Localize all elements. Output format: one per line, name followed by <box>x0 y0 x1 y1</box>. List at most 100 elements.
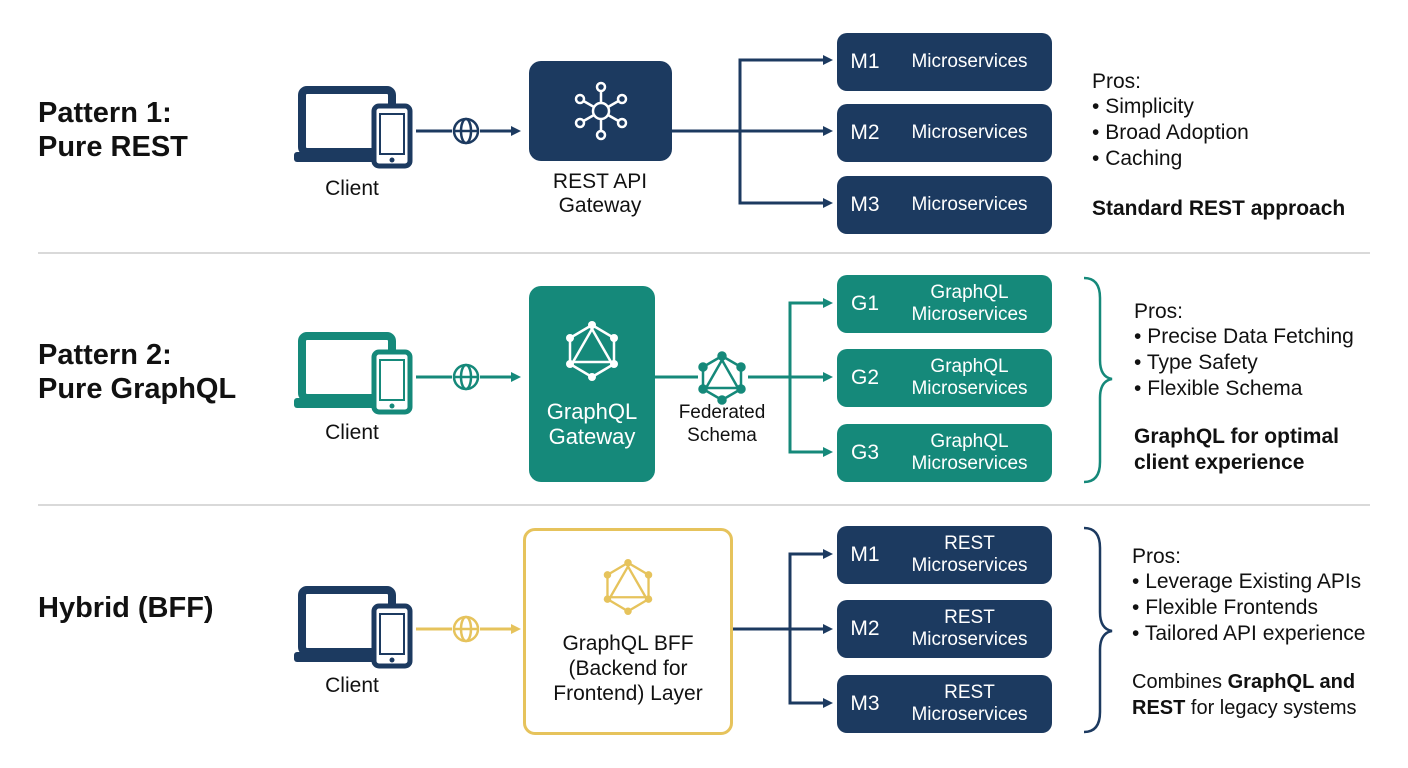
service-m1-row3: M1 REST Microservices <box>837 526 1052 584</box>
graphql-gateway-box: GraphQL Gateway <box>529 286 655 482</box>
service-name-line1: GraphQL <box>930 282 1009 303</box>
service-name-line2: Microservices <box>911 555 1028 576</box>
service-code: G3 <box>850 441 879 464</box>
graphql-icon-gateway <box>566 321 618 381</box>
pros-panel-1: Pros: • Simplicity • Broad Adoption • Ca… <box>1092 70 1392 222</box>
pattern2-title-line2: Pure GraphQL <box>38 373 237 405</box>
pros-item: • Leverage Existing APIs <box>1132 570 1362 593</box>
service-m1-row1: M1 Microservices <box>837 33 1052 91</box>
pros-item: • Simplicity <box>1092 95 1194 118</box>
service-name: REST Microservices <box>893 682 1052 726</box>
service-code: M3 <box>850 692 880 715</box>
service-m2-row1: M2 Microservices <box>837 104 1052 162</box>
service-code: G1 <box>850 292 879 315</box>
service-name: GraphQL Microservices <box>893 356 1052 400</box>
service-code: M2 <box>850 121 880 144</box>
service-code: M1 <box>850 543 880 566</box>
service-name-line1: GraphQL <box>930 356 1009 377</box>
rest-gateway-label-line1: REST API <box>552 170 648 193</box>
graphql-gateway-label-line1: GraphQL <box>546 399 638 424</box>
service-g3-row2: G3 GraphQL Microservices <box>837 424 1052 482</box>
pros-item: • Precise Data Fetching <box>1134 325 1354 348</box>
federated-schema-icon <box>698 351 746 405</box>
graphql-gateway-label: GraphQL Gateway <box>547 399 638 449</box>
rest-gateway-label: REST API Gateway <box>520 170 680 218</box>
service-name-line2: Microservices <box>911 378 1028 399</box>
federated-schema-label-line2: Schema <box>687 425 757 446</box>
service-name-line2: Microservices <box>911 453 1028 474</box>
service-name-line1: REST <box>944 607 995 628</box>
pros-summary-line1: GraphQL for optimal <box>1134 425 1339 448</box>
pros-brace-3 <box>1083 526 1113 734</box>
globe-icon-3 <box>452 615 480 643</box>
service-name: Microservices <box>911 122 1028 143</box>
service-name: GraphQL Microservices <box>893 282 1052 326</box>
federated-schema-label-line1: Federated <box>678 402 766 423</box>
client-label-3: Client <box>325 674 379 697</box>
pros-panel-3: Pros: • Leverage Existing APIs • Flexibl… <box>1132 545 1404 721</box>
pattern1-title-line1: Pattern 1: <box>38 97 172 129</box>
service-name-line2: Microservices <box>911 704 1028 725</box>
pattern2-title-line1: Pattern 2: <box>38 339 172 371</box>
pros-heading: Pros: <box>1092 70 1142 93</box>
pattern1-title: Pattern 1: Pure REST <box>38 96 188 164</box>
pros-item: • Tailored API experience <box>1132 622 1366 645</box>
pros-item: • Caching <box>1092 147 1183 170</box>
service-name: REST Microservices <box>893 533 1052 577</box>
service-g2-row2: G2 GraphQL Microservices <box>837 349 1052 407</box>
service-m2-row3: M2 REST Microservices <box>837 600 1052 658</box>
pros-brace-2 <box>1083 276 1113 484</box>
service-code: M1 <box>850 50 880 73</box>
pros-heading: Pros: <box>1132 545 1182 568</box>
service-m3-row1: M3 Microservices <box>837 176 1052 234</box>
service-name-line1: REST <box>944 682 995 703</box>
service-name-line1: REST <box>944 533 995 554</box>
client-label-1: Client <box>325 177 379 200</box>
pattern2-title: Pattern 2: Pure GraphQL <box>38 338 236 406</box>
graphql-icon-bff <box>603 559 653 615</box>
pros-panel-2: Pros: • Precise Data Fetching • Type Saf… <box>1134 300 1404 476</box>
rest-gateway-label-line2: Gateway <box>558 194 642 217</box>
globe-icon-1 <box>452 117 480 145</box>
divider-1 <box>38 252 1370 254</box>
service-m3-row3: M3 REST Microservices <box>837 675 1052 733</box>
federated-schema-label: Federated Schema <box>662 401 782 447</box>
graphql-bff-label-line3: Frontend) Layer <box>553 682 703 705</box>
service-code: M2 <box>850 617 880 640</box>
pros-item: • Flexible Schema <box>1134 377 1303 400</box>
divider-2 <box>38 504 1370 506</box>
pros-summary: Standard REST approach <box>1092 197 1346 220</box>
client-devices-icon-3 <box>294 586 413 669</box>
service-name: Microservices <box>911 51 1028 72</box>
pros-item: • Broad Adoption <box>1092 121 1249 144</box>
graphql-bff-box: GraphQL BFF (Backend for Frontend) Layer <box>523 528 733 735</box>
service-name: GraphQL Microservices <box>893 431 1052 475</box>
graphql-bff-label-line1: GraphQL BFF <box>562 632 694 655</box>
pros-summary: Combines GraphQL and REST for legacy sys… <box>1132 671 1357 719</box>
graphql-gateway-label-line2: Gateway <box>548 424 636 449</box>
pros-heading: Pros: <box>1134 300 1184 323</box>
pros-item: • Type Safety <box>1134 351 1258 374</box>
rest-api-gateway-box <box>529 61 672 161</box>
client-label-2: Client <box>325 421 379 444</box>
service-name: REST Microservices <box>893 607 1052 651</box>
pros-item: • Flexible Frontends <box>1132 596 1318 619</box>
network-hub-icon <box>574 81 627 141</box>
pattern1-title-line2: Pure REST <box>38 131 188 163</box>
pros-summary-line2: client experience <box>1134 451 1305 474</box>
service-name: Microservices <box>911 194 1028 215</box>
service-name-line2: Microservices <box>911 304 1028 325</box>
graphql-bff-label: GraphQL BFF (Backend for Frontend) Layer <box>553 631 702 706</box>
service-code: G2 <box>850 366 879 389</box>
service-name-line2: Microservices <box>911 629 1028 650</box>
pros-summary: GraphQL for optimal client experience <box>1134 424 1404 476</box>
graphql-bff-label-line2: (Backend for <box>568 657 688 680</box>
pattern3-title: Hybrid (BFF) <box>38 592 214 624</box>
service-code: M3 <box>850 193 880 216</box>
service-name-line1: GraphQL <box>930 431 1009 452</box>
client-devices-icon-1 <box>294 86 413 169</box>
service-g1-row2: G1 GraphQL Microservices <box>837 275 1052 333</box>
globe-icon-2 <box>452 363 480 391</box>
client-devices-icon-2 <box>294 332 413 415</box>
